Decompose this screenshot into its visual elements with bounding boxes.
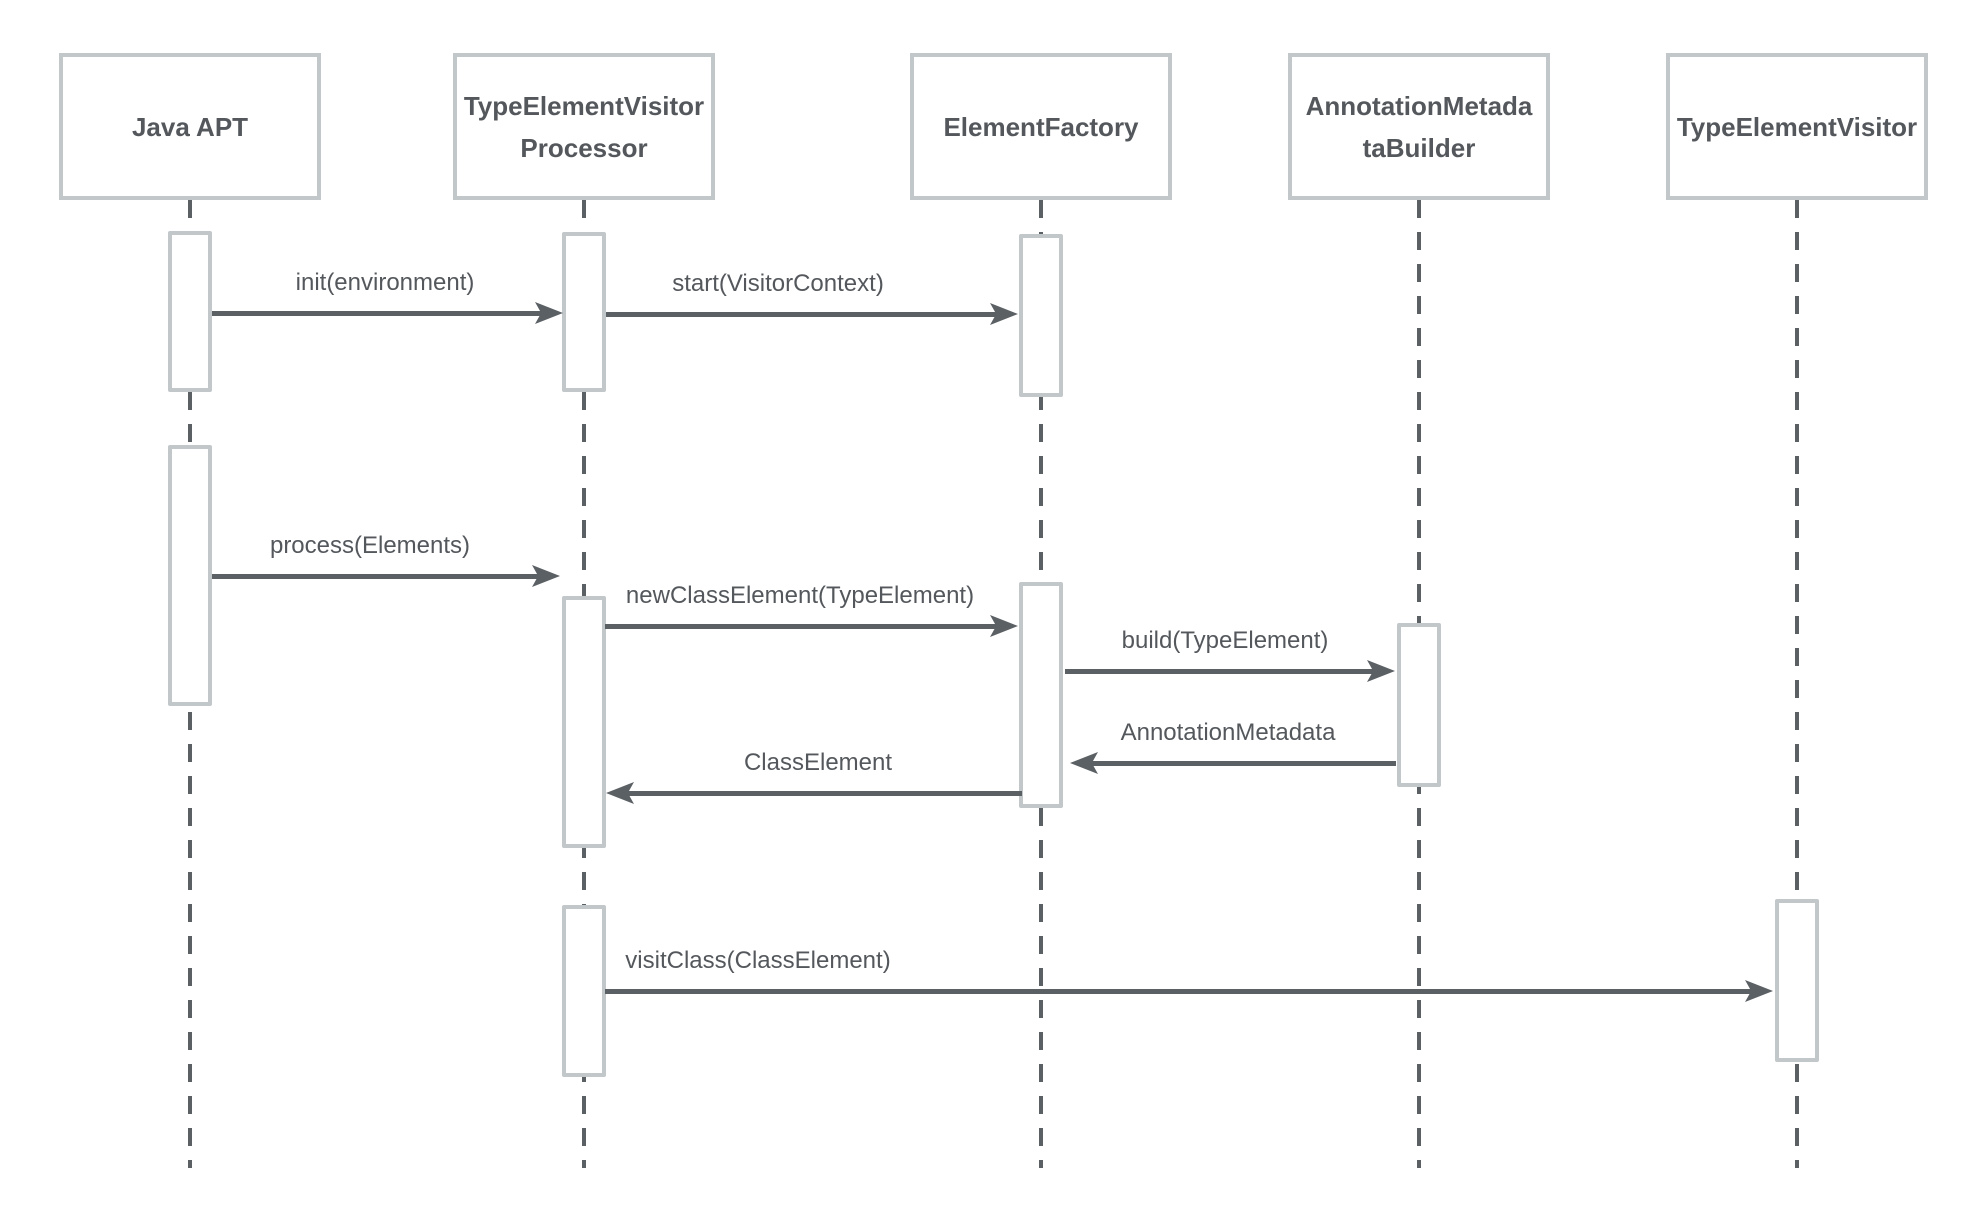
lifeline-type-element-visitor: [1795, 200, 1799, 1168]
message-label-annotation-metadata: AnnotationMetadata: [1120, 719, 1336, 746]
message-arrow-class-element: [616, 791, 1022, 796]
participant-label: Java APT: [132, 106, 248, 148]
activation-bar-annotation-metadata-builder: [1397, 623, 1441, 787]
activation-bar-element-factory-2: [1019, 582, 1063, 808]
activation-bar-type-element-visitor: [1775, 899, 1819, 1062]
message-label-visit-class: visitClass(ClassElement): [625, 947, 891, 974]
activation-bar-processor-3: [562, 905, 606, 1077]
message-arrow-build: [1065, 669, 1385, 674]
participant-label: ElementFactory: [943, 106, 1138, 148]
participant-label-line: ElementFactory: [943, 111, 1139, 142]
message-arrow-visit-class: [605, 989, 1763, 994]
message-label-build: build(TypeElement): [1121, 627, 1329, 654]
activation-bar-processor-1: [562, 232, 606, 392]
message-label-new-class-element: newClassElement(TypeElement): [625, 582, 975, 609]
participant-label-line: Java APT: [131, 111, 249, 142]
message-label-process: process(Elements): [269, 532, 471, 559]
message-label-class-element: ClassElement: [743, 749, 893, 776]
participant-label-line: Processor: [520, 132, 648, 163]
participant-box-java-apt: Java APT: [59, 53, 321, 200]
activation-bar-element-factory-1: [1019, 234, 1063, 397]
message-arrow-new-class-element: [605, 624, 1008, 629]
message-arrow-init: [212, 311, 553, 316]
activation-bar-processor-2: [562, 596, 606, 848]
message-label-start: start(VisitorContext): [672, 270, 884, 297]
participant-label: TypeElementVisitor: [1677, 106, 1917, 148]
participant-box-type-element-visitor-processor: TypeElementVisitor Processor: [453, 53, 715, 200]
participant-label-line: TypeElementVisitor: [463, 90, 705, 121]
message-arrow-annotation-metadata: [1080, 761, 1396, 766]
participant-box-annotation-metadata-builder: AnnotationMetada taBuilder: [1288, 53, 1550, 200]
activation-bar-java-apt-1: [168, 231, 212, 392]
participant-label-line: AnnotationMetada: [1305, 90, 1533, 121]
participant-label-line: taBuilder: [1362, 132, 1476, 163]
message-label-init: init(environment): [295, 269, 475, 296]
participant-label: TypeElementVisitor Processor: [464, 85, 704, 169]
participant-box-type-element-visitor: TypeElementVisitor: [1666, 53, 1928, 200]
activation-bar-java-apt-2: [168, 445, 212, 706]
participant-label-line: TypeElementVisitor: [1676, 111, 1918, 142]
participant-label: AnnotationMetada taBuilder: [1306, 85, 1533, 169]
participant-box-element-factory: ElementFactory: [910, 53, 1172, 200]
message-arrow-process: [212, 574, 550, 579]
message-arrow-start: [606, 312, 1008, 317]
